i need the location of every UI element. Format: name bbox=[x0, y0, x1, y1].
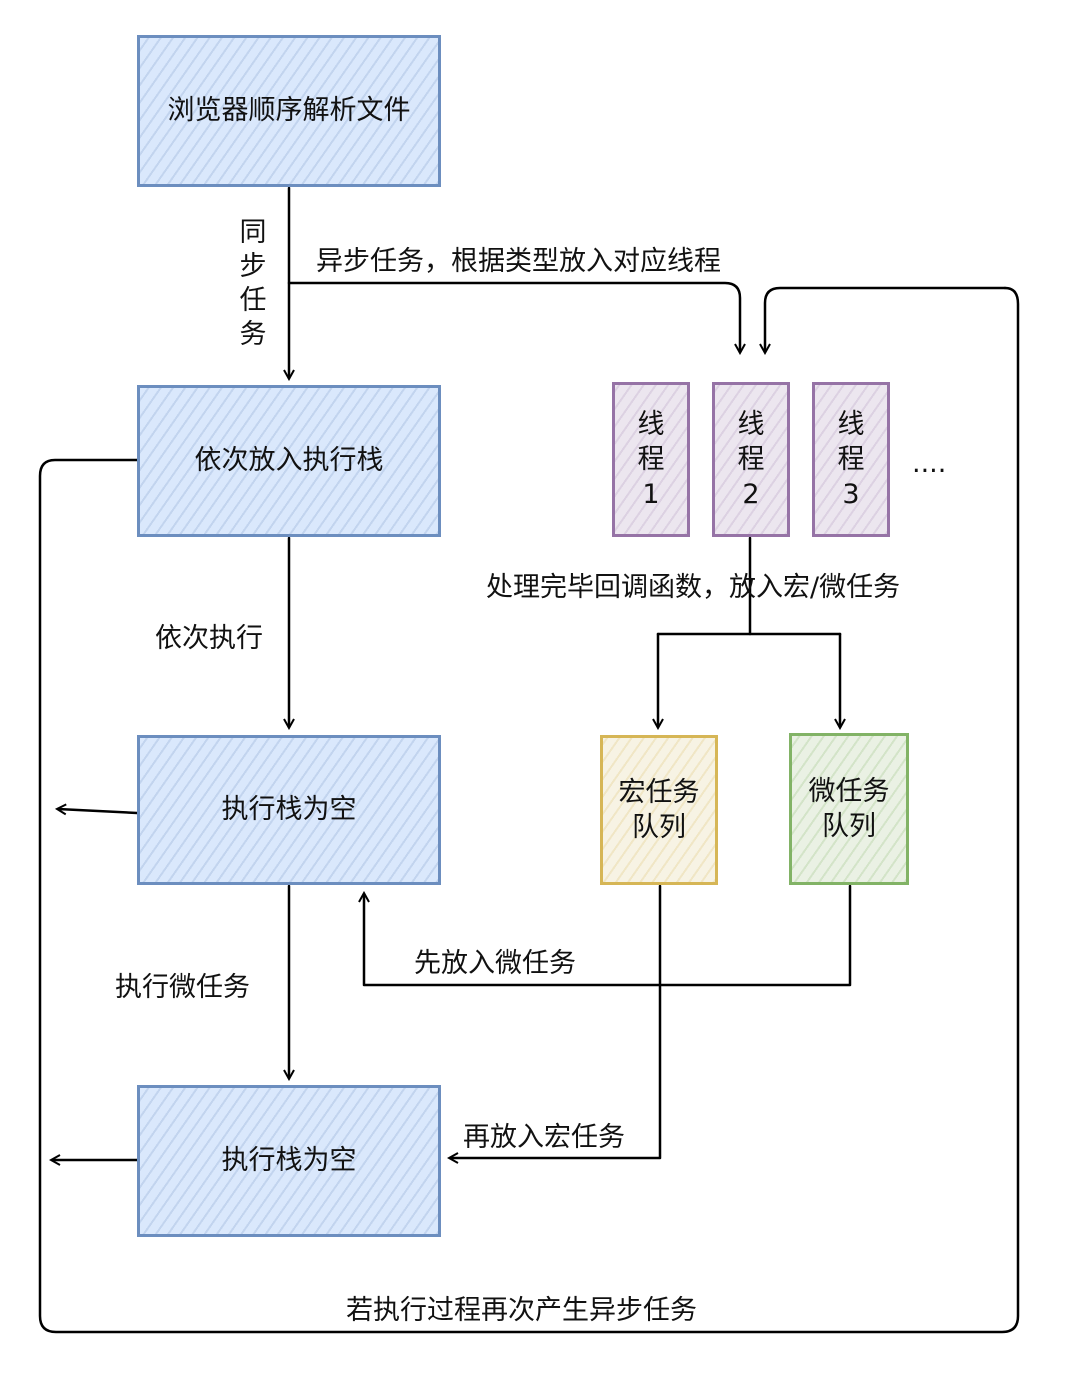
macro-queue-node: 宏任务 队列 bbox=[600, 735, 718, 885]
thread-2-char-3: 2 bbox=[742, 479, 760, 511]
edge-async-task bbox=[287, 281, 740, 352]
thread-1-char-1: 线 bbox=[637, 408, 665, 440]
micro-queue-node: 微任务 队列 bbox=[789, 733, 909, 885]
edge-micro-first bbox=[364, 884, 852, 987]
callback-label: 处理完毕回调函数，放入宏/微任务 bbox=[486, 572, 901, 603]
sync-task-char-2: 步 bbox=[239, 251, 267, 282]
parse-file-node: 浏览器顺序解析文件 bbox=[137, 35, 441, 187]
stack-empty-label-2: 执行栈为空 bbox=[221, 1145, 357, 1177]
thread-1-char-2: 程 bbox=[637, 443, 665, 475]
sync-task-char-4: 务 bbox=[239, 319, 267, 350]
then-macro-label: 再放入宏任务 bbox=[463, 1122, 625, 1153]
edge-loop-into-threads bbox=[765, 286, 1007, 352]
micro-queue-line-2: 队列 bbox=[822, 811, 876, 842]
push-stack-label: 依次放入执行栈 bbox=[194, 445, 384, 477]
execute-in-order-label: 依次执行 bbox=[155, 623, 263, 654]
parse-file-label: 浏览器顺序解析文件 bbox=[167, 95, 411, 127]
thread-2-char-1: 线 bbox=[737, 408, 765, 440]
sync-task-char-3: 任 bbox=[239, 285, 267, 316]
macro-queue-line-1: 宏任务 bbox=[618, 776, 700, 808]
push-stack-node: 依次放入执行栈 bbox=[137, 385, 441, 537]
stack-empty-label-1: 执行栈为空 bbox=[221, 794, 357, 826]
sync-task-char-1: 同 bbox=[239, 217, 267, 248]
thread-3-char-1: 线 bbox=[837, 408, 865, 440]
sync-task-label: 同 步 任 务 bbox=[238, 216, 268, 352]
thread-2-char-2: 程 bbox=[737, 443, 765, 475]
execute-micro-label: 执行微任务 bbox=[115, 972, 250, 1003]
thread-node-2: 线 程 2 bbox=[712, 382, 790, 537]
macro-queue-line-2: 队列 bbox=[632, 812, 686, 843]
stack-empty-node-1: 执行栈为空 bbox=[137, 735, 441, 885]
thread-1-char-3: 1 bbox=[642, 479, 660, 511]
thread-3-char-3: 3 bbox=[842, 479, 860, 511]
micro-first-label: 先放入微任务 bbox=[414, 948, 576, 979]
thread-node-3: 线 程 3 bbox=[812, 382, 890, 537]
loop-back-label: 若执行过程再次产生异步任务 bbox=[346, 1295, 697, 1326]
thread-node-1: 线 程 1 bbox=[612, 382, 690, 537]
edge-then-macro bbox=[450, 884, 662, 1158]
micro-queue-line-1: 微任务 bbox=[808, 775, 890, 807]
async-task-label: 异步任务，根据类型放入对应线程 bbox=[316, 246, 721, 277]
stack-empty-node-2: 执行栈为空 bbox=[137, 1085, 441, 1237]
edge-loop-back bbox=[38, 286, 1020, 1334]
thread-more-ellipsis: .... bbox=[912, 448, 947, 479]
thread-3-char-2: 程 bbox=[837, 443, 865, 475]
edge-stack-empty-1-exit bbox=[58, 809, 139, 813]
